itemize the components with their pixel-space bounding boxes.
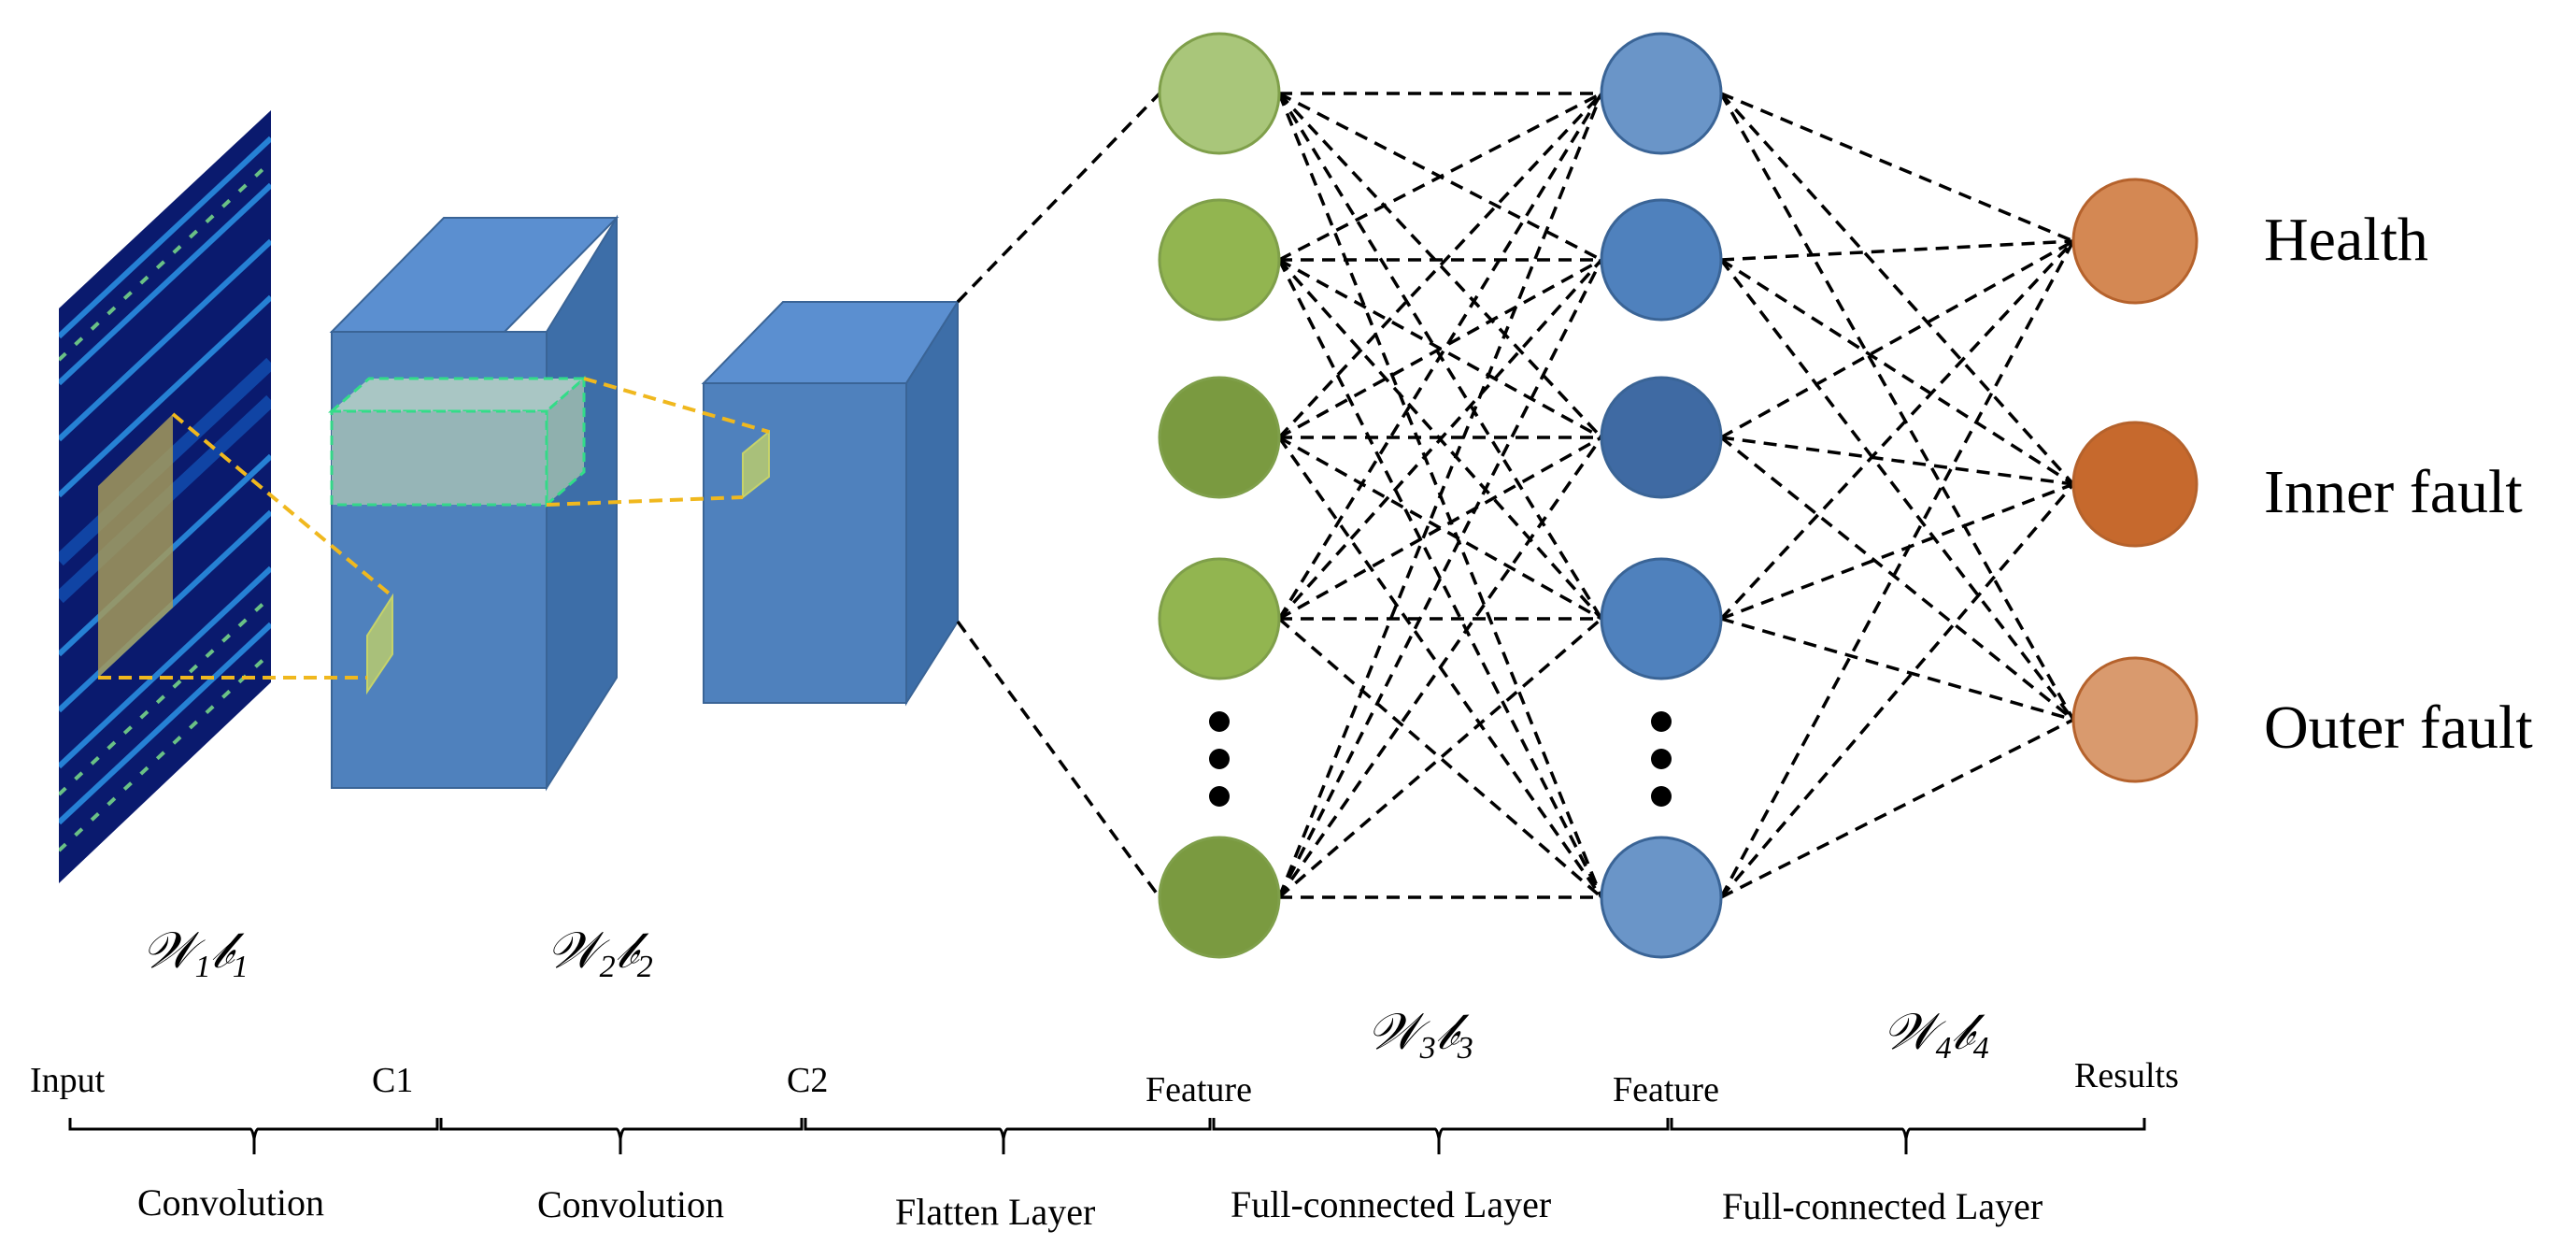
conv1-highlight-volume: [328, 375, 588, 508]
svg-text:𝒲4𝒷4: 𝒲4𝒷4: [1883, 1004, 1989, 1066]
class-label-health: Health: [2264, 206, 2428, 274]
hidden-output-connection: [1720, 436, 2074, 486]
flatten-connection: [956, 92, 1161, 304]
feature-hidden-connection: [1278, 258, 1602, 439]
hidden-output-connection: [1720, 239, 2074, 262]
conv2-kernel-patch: [742, 429, 770, 500]
hidden-node: [1600, 836, 1723, 959]
hidden-output-connection: [1720, 617, 2074, 722]
output-node: [2071, 178, 2199, 305]
feature-hidden-connection: [1277, 258, 1603, 621]
conv1-kernel-patch: [366, 593, 393, 695]
stage-braces: [68, 1118, 2146, 1154]
stage-label-results: Results: [2074, 1056, 2179, 1095]
hidden-output-connection: [1719, 436, 2075, 722]
feature-hidden-connection: [1277, 259, 1603, 898]
stage-label-c1: C1: [372, 1061, 413, 1100]
feature-hidden-connection: [1277, 93, 1603, 620]
feature-layer-nodes: [1158, 32, 1281, 959]
hidden-output-connection: [1720, 482, 2074, 621]
conv2-block: [701, 298, 960, 707]
input-feature-map: [59, 110, 271, 883]
stage-label-c2: C2: [787, 1061, 828, 1100]
kernel-projection-lines: [98, 377, 770, 680]
feature-node: [1158, 32, 1281, 155]
hidden-output-connection: [1720, 92, 2074, 243]
stage-label-feature-2: Feature: [1613, 1070, 1719, 1109]
operation-label-full-connected-1: Full-connected Layer: [1231, 1183, 1551, 1225]
conv1-block: [328, 214, 619, 792]
input-kernel-patch: [98, 414, 173, 678]
hidden-node: [1600, 557, 1723, 680]
hidden-output-connection: [1719, 239, 2075, 621]
hidden-layer-nodes: [1600, 32, 1723, 959]
feature-node: [1158, 557, 1281, 680]
feature-hidden-connection: [1278, 436, 1602, 621]
weight-bias-label-2: 𝒲2𝒷2: [547, 923, 653, 984]
hidden-node: [1600, 198, 1723, 322]
class-label-outer-fault: Outer fault: [2264, 694, 2533, 762]
feature-hidden-connection: [1277, 93, 1603, 898]
network-connections: [956, 92, 2075, 899]
hidden-output-connection: [1719, 92, 2075, 486]
feature-hidden-connection: [1277, 259, 1603, 898]
output-node: [2071, 656, 2199, 783]
feature-hidden-connection: [1277, 436, 1603, 899]
hidden-output-connection: [1719, 482, 2075, 899]
feature-hidden-connection: [1277, 617, 1603, 899]
hidden-output-connection: [1719, 240, 2075, 898]
hidden-output-connection: [1720, 258, 2074, 486]
class-label-inner-fault: Inner fault: [2264, 458, 2523, 526]
weight-bias-label-4: 𝒲4𝒷4: [1883, 1004, 1989, 1066]
feature-node: [1158, 376, 1281, 499]
hidden-output-connection: [1720, 718, 2074, 899]
hidden-output-connection: [1719, 258, 2075, 722]
svg-text:𝒲2𝒷2: 𝒲2𝒷2: [547, 923, 653, 984]
output-layer-nodes: [2071, 178, 2199, 783]
output-node: [2071, 421, 2199, 548]
stage-label-input: Input: [30, 1061, 106, 1100]
weight-bias-label-1: 𝒲1𝒷1: [142, 923, 249, 984]
hidden-layer-ellipsis: [1651, 711, 1672, 807]
hidden-output-connection: [1719, 93, 2075, 721]
feature-node: [1158, 198, 1281, 322]
feature-layer-ellipsis: [1209, 711, 1230, 807]
hidden-node: [1600, 376, 1723, 499]
feature-node: [1158, 836, 1281, 959]
svg-text:𝒲1𝒷1: 𝒲1𝒷1: [142, 923, 249, 984]
hidden-node: [1600, 32, 1723, 155]
operation-label-convolution-1: Convolution: [137, 1181, 324, 1224]
feature-hidden-connection: [1278, 92, 1602, 262]
operation-label-convolution-2: Convolution: [537, 1183, 724, 1225]
svg-text:𝒲3𝒷3: 𝒲3𝒷3: [1367, 1004, 1473, 1066]
feature-hidden-connection: [1277, 92, 1603, 439]
hidden-output-connection: [1720, 239, 2074, 439]
operation-label-full-connected-2: Full-connected Layer: [1722, 1185, 2042, 1227]
feature-hidden-connection: [1277, 92, 1603, 439]
weight-bias-label-3: 𝒲3𝒷3: [1367, 1004, 1473, 1066]
flatten-connection: [956, 620, 1161, 899]
operation-label-flatten: Flatten Layer: [895, 1191, 1095, 1233]
stage-label-feature-1: Feature: [1146, 1070, 1252, 1109]
feature-hidden-connection: [1277, 617, 1603, 899]
